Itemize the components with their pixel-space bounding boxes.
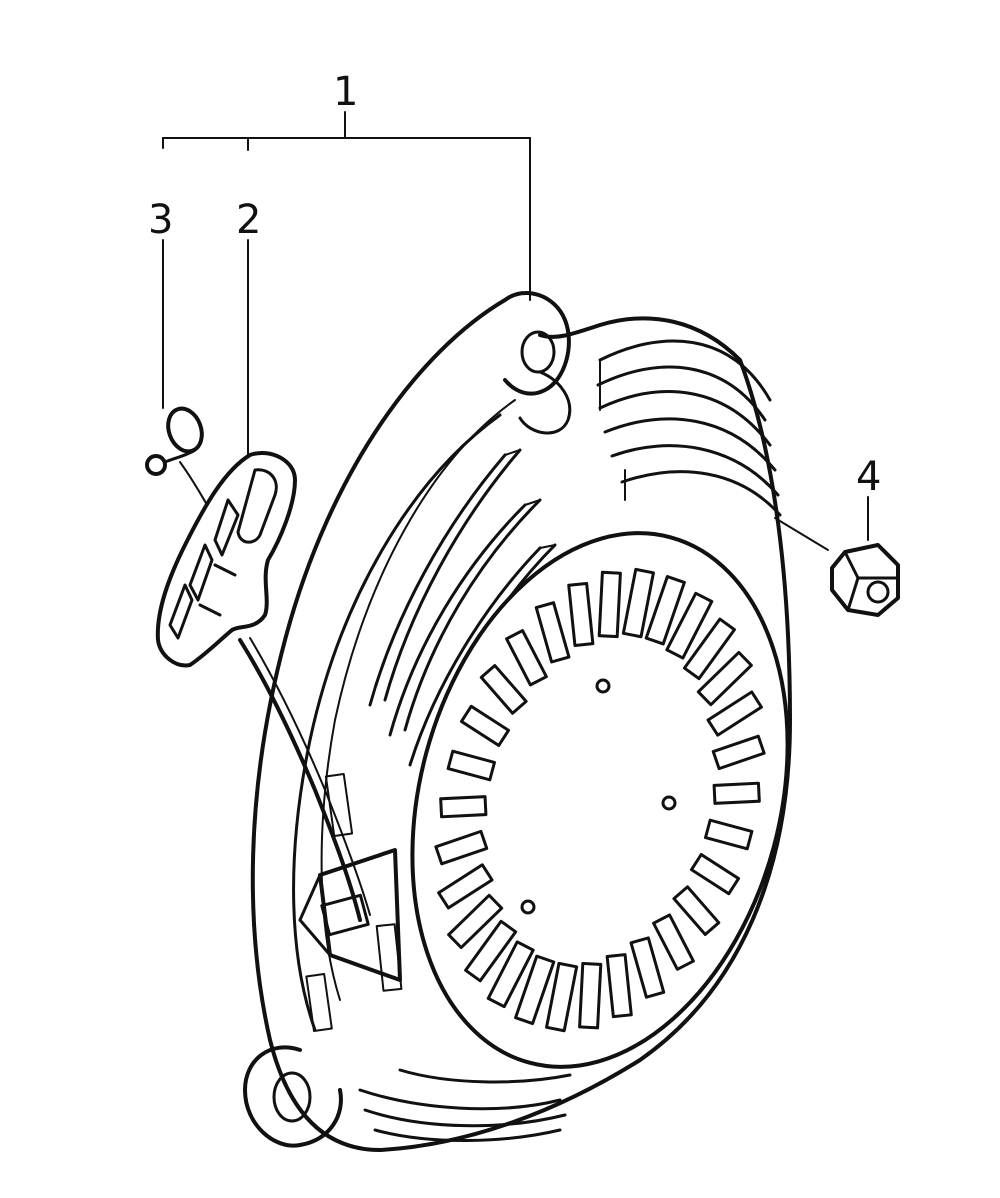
vent-slot	[439, 795, 488, 819]
vent-slot	[434, 829, 489, 866]
vent-slot	[621, 567, 655, 639]
face-hole	[520, 899, 536, 915]
vent-slot	[567, 581, 595, 647]
vent-slot	[689, 853, 741, 896]
vent-slot	[712, 781, 761, 805]
vent-slot	[514, 954, 556, 1026]
callout-label-2: 2	[236, 197, 261, 243]
face-hole	[661, 795, 677, 811]
vent-slot	[437, 863, 494, 910]
vent-slot	[597, 570, 622, 639]
vent-slot	[672, 885, 721, 937]
vent-slot	[447, 893, 504, 950]
vent-slot	[605, 953, 633, 1019]
callout-label-4: 4	[856, 454, 881, 500]
vent-slot	[578, 961, 603, 1030]
vent-slot	[706, 690, 763, 737]
vent-slot	[486, 940, 535, 1009]
vent-slot	[459, 704, 511, 747]
flange-nut	[830, 543, 900, 617]
housing-top-fins	[596, 339, 782, 517]
housing-bottom-fins	[358, 1068, 572, 1142]
vent-slot	[652, 913, 695, 971]
starter-housing	[243, 290, 792, 1152]
vent-slot	[644, 575, 686, 646]
starter-front-face	[410, 531, 790, 1069]
rope-guide	[298, 773, 403, 1032]
vent-slot	[534, 601, 571, 664]
vent-slot	[711, 734, 766, 771]
vent-slot	[505, 629, 548, 687]
vent-slot	[696, 650, 753, 707]
face-hole	[595, 678, 611, 694]
vent-slot	[704, 818, 754, 851]
vent-slot	[682, 617, 736, 681]
starter-grip	[155, 451, 297, 668]
callout-label-3: 3	[148, 197, 173, 243]
face-vent-slots	[434, 567, 766, 1033]
rope-knot	[145, 406, 204, 476]
vent-slot	[479, 664, 528, 715]
vent-slot	[629, 936, 666, 999]
callout-label-1: 1	[333, 69, 358, 115]
vent-slot	[446, 749, 496, 782]
vent-slot	[665, 591, 714, 660]
vent-slot	[464, 919, 518, 983]
vent-slot	[545, 961, 579, 1033]
leader-lines	[162, 111, 869, 551]
